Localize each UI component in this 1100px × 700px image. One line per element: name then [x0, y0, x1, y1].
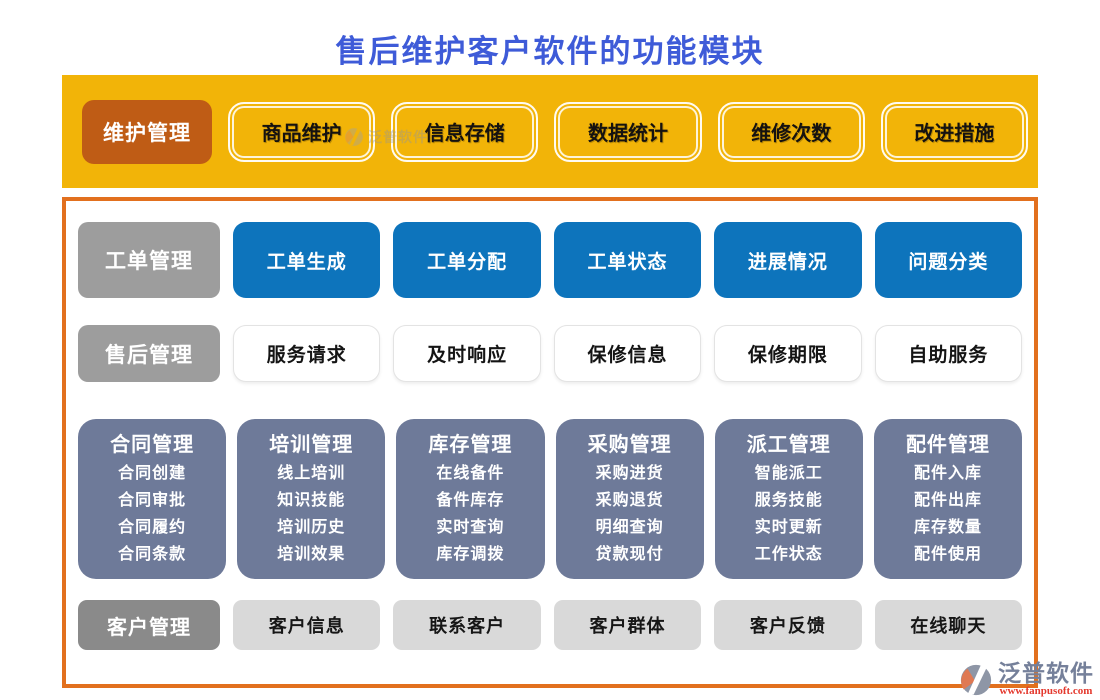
panel-item[interactable]: 实时查询	[436, 519, 505, 536]
panel-title: 培训管理	[269, 434, 354, 456]
brand-logo-icon	[959, 663, 993, 697]
row-label-aftersale[interactable]: 售后管理	[78, 325, 220, 382]
panel-title: 派工管理	[746, 434, 831, 456]
workorder-item-issue-category[interactable]: 问题分类	[874, 222, 1023, 298]
panel-item[interactable]: 合同审批	[118, 492, 187, 509]
module-board: 工单管理 工单生成 工单分配 工单状态 进展情况 问题分类 售后管理 服务请求 …	[62, 197, 1038, 688]
aftersale-item-self-service[interactable]: 自助服务	[874, 325, 1023, 382]
panel-item[interactable]: 合同创建	[118, 465, 187, 482]
customer-row: 客户管理 客户信息 联系客户 客户群体 客户反馈 在线聊天	[78, 600, 1023, 650]
panel-item[interactable]: 培训历史	[277, 519, 346, 536]
panel-item[interactable]: 合同条款	[118, 546, 187, 563]
workorder-item-progress[interactable]: 进展情况	[714, 222, 862, 298]
brand-url[interactable]: www.fanpusoft.com	[999, 685, 1093, 697]
workorder-item-status[interactable]: 工单状态	[553, 222, 702, 298]
banner-item-repair-count[interactable]: 维修次数	[717, 101, 865, 162]
panel-item[interactable]: 服务技能	[754, 492, 823, 509]
customer-item-online-chat[interactable]: 在线聊天	[874, 600, 1023, 650]
panel-item[interactable]: 库存数量	[913, 519, 982, 536]
panel-training[interactable]: 培训管理 线上培训 知识技能 培训历史 培训效果	[237, 419, 386, 579]
panel-item[interactable]: 采购退货	[595, 492, 664, 509]
panel-procurement[interactable]: 采购管理 采购进货 采购退货 明细查询 贷款现付	[555, 419, 704, 579]
panel-item[interactable]: 实时更新	[754, 519, 823, 536]
panel-item[interactable]: 采购进货	[595, 465, 664, 482]
panel-item[interactable]: 合同履约	[118, 519, 187, 536]
banner-item-improvement[interactable]: 改进措施	[880, 101, 1029, 162]
panel-item[interactable]: 智能派工	[754, 465, 823, 482]
brand-footer: 泛普软件 www.fanpusoft.com	[959, 662, 1094, 697]
banner-item-data-statistics[interactable]: 数据统计	[554, 101, 702, 162]
panel-title: 采购管理	[587, 434, 672, 456]
workorder-row: 工单管理 工单生成 工单分配 工单状态 进展情况 问题分类	[78, 222, 1023, 298]
panel-item[interactable]: 备件库存	[436, 492, 505, 509]
panel-item[interactable]: 工作状态	[754, 546, 823, 563]
customer-item-groups[interactable]: 客户群体	[553, 600, 702, 650]
panel-title: 配件管理	[905, 434, 990, 456]
panel-item[interactable]: 配件出库	[913, 492, 982, 509]
panel-item[interactable]: 明细查询	[595, 519, 664, 536]
aftersale-row: 售后管理 服务请求 及时响应 保修信息 保修期限 自助服务	[78, 325, 1023, 382]
banner-item-product-maintenance[interactable]: 商品维护	[228, 101, 376, 162]
panel-item[interactable]: 贷款现付	[595, 546, 664, 563]
panel-item[interactable]: 配件使用	[913, 546, 982, 563]
panel-item[interactable]: 库存调拨	[436, 546, 505, 563]
maintenance-banner: 维护管理 商品维护 信息存储 数据统计 维修次数 改进措施 泛普软件	[62, 75, 1038, 188]
panel-dispatch[interactable]: 派工管理 智能派工 服务技能 实时更新 工作状态	[714, 419, 863, 579]
panel-inventory[interactable]: 库存管理 在线备件 备件库存 实时查询 库存调拨	[396, 419, 545, 579]
customer-item-feedback[interactable]: 客户反馈	[714, 600, 862, 650]
panel-title: 库存管理	[428, 434, 513, 456]
banner-label-maintenance[interactable]: 维护管理	[82, 99, 212, 164]
module-panels: 合同管理 合同创建 合同审批 合同履约 合同条款 培训管理 线上培训 知识技能 …	[78, 419, 1023, 579]
panel-contract[interactable]: 合同管理 合同创建 合同审批 合同履约 合同条款	[78, 419, 227, 579]
banner-item-info-storage[interactable]: 信息存储	[391, 101, 539, 162]
customer-item-contact[interactable]: 联系客户	[393, 600, 541, 650]
panel-item[interactable]: 在线备件	[436, 465, 505, 482]
page-title: 售后维护客户软件的功能模块	[335, 34, 765, 69]
customer-item-info[interactable]: 客户信息	[233, 600, 381, 650]
aftersale-item-warranty-period[interactable]: 保修期限	[714, 325, 862, 382]
workorder-item-generate[interactable]: 工单生成	[233, 222, 381, 298]
row-label-customer[interactable]: 客户管理	[78, 600, 220, 650]
panel-title: 合同管理	[110, 434, 195, 456]
panel-item[interactable]: 培训效果	[277, 546, 346, 563]
aftersale-item-warranty-info[interactable]: 保修信息	[553, 325, 702, 382]
workorder-item-assign[interactable]: 工单分配	[393, 222, 541, 298]
panel-item[interactable]: 配件入库	[913, 465, 982, 482]
panel-item[interactable]: 线上培训	[277, 465, 346, 482]
brand-name: 泛普软件	[998, 661, 1094, 686]
panel-parts[interactable]: 配件管理 配件入库 配件出库 库存数量 配件使用	[873, 419, 1023, 579]
panel-item[interactable]: 知识技能	[277, 492, 346, 509]
aftersale-item-timely-response[interactable]: 及时响应	[393, 325, 541, 382]
aftersale-item-service-request[interactable]: 服务请求	[233, 325, 381, 382]
row-label-workorder[interactable]: 工单管理	[78, 222, 220, 298]
